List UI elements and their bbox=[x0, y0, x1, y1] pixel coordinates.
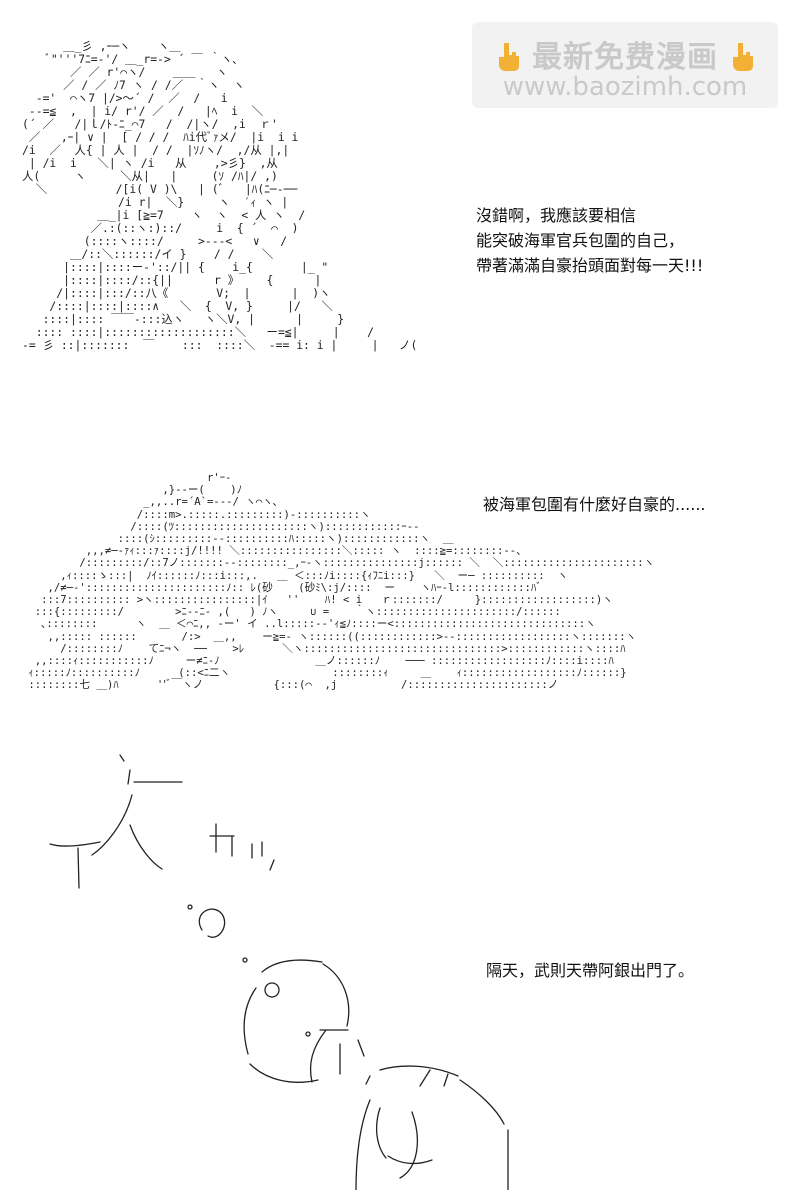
narration-line: 被海軍包圍有什麼好自豪的...... bbox=[483, 495, 706, 514]
watermark-line1: 最新免费漫画 bbox=[532, 40, 718, 75]
watermark-title-row: 最新免费漫画 bbox=[472, 32, 778, 76]
narration-line: 能突破海軍官兵包圍的自己， bbox=[476, 231, 685, 250]
narration-line: 隔天，武則天帶阿銀出門了。 bbox=[486, 961, 695, 980]
pointing-hand-icon bbox=[733, 43, 754, 71]
narration-panel-2: 被海軍包圍有什麼好自豪的...... bbox=[483, 492, 706, 517]
narration-panel-3: 隔天，武則天帶阿銀出門了。 bbox=[486, 958, 694, 983]
ascii-art-crowd: r'ｰ- ,}-‐ー( )ﾉ _,,..r=´A`=-‐-/ ヽ⌒ヽ､ /:::… bbox=[28, 472, 655, 692]
pointing-hand-icon bbox=[498, 43, 519, 71]
narration-panel-1: 沒錯啊，我應該要相信 能突破海軍官兵包圍的自己， 帶著滿滿自豪抬頭面對每一天!!… bbox=[476, 203, 703, 278]
line-art-silhouettes bbox=[49, 754, 509, 1190]
narration-line: 帶著滿滿自豪抬頭面對每一天!!! bbox=[476, 256, 704, 275]
ascii-art-embrace: ＿_彡 ,ｰ─ヽ ヽ＿ ﾞ"'''7ﾆ=-'/ ＿_r=‐> ´ ￣ ｀ヽ､ ／… bbox=[22, 39, 418, 352]
watermark-line2: www.baozimh.com bbox=[502, 72, 748, 102]
watermark: 最新免费漫画 www.baozimh.com bbox=[472, 22, 778, 108]
narration-line: 沒錯啊，我應該要相信 bbox=[476, 206, 637, 225]
